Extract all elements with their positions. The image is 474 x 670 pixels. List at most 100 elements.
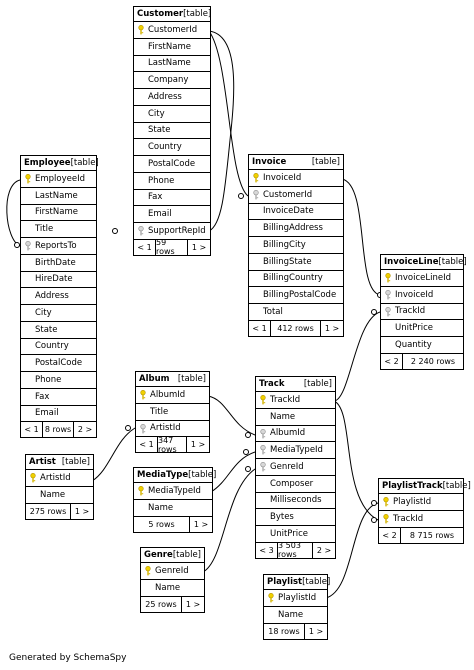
- column-row[interactable]: LastName: [21, 188, 96, 205]
- column-row[interactable]: PlaylistId: [379, 494, 463, 511]
- next-link[interactable]: 1 >: [74, 506, 90, 516]
- column-row[interactable]: Name: [134, 500, 212, 517]
- next-link[interactable]: 1 >: [190, 440, 206, 450]
- column-row[interactable]: Milliseconds: [256, 493, 335, 510]
- table-name: Playlist: [267, 577, 303, 587]
- column-row[interactable]: Fax: [21, 389, 96, 406]
- column-row[interactable]: ArtistId: [136, 421, 209, 438]
- column-row[interactable]: Name: [141, 580, 204, 597]
- column-row[interactable]: Name: [264, 607, 327, 624]
- prev-link[interactable]: < 2: [381, 353, 403, 369]
- column-row[interactable]: FirstName: [21, 205, 96, 222]
- prev-link[interactable]: < 1: [136, 437, 158, 453]
- column-row[interactable]: UnitPrice: [381, 320, 463, 337]
- column-row[interactable]: UnitPrice: [256, 526, 335, 543]
- column-row[interactable]: Address: [21, 288, 96, 305]
- column-row[interactable]: InvoiceLineId: [381, 270, 463, 287]
- next-link[interactable]: 2 >: [77, 425, 93, 435]
- column-row[interactable]: Phone: [134, 173, 210, 190]
- column-row[interactable]: InvoiceId: [249, 170, 343, 187]
- column-row[interactable]: Company: [134, 72, 210, 89]
- column-row[interactable]: BillingCity: [249, 237, 343, 254]
- column-row[interactable]: MediaTypeId: [134, 483, 212, 500]
- column-row[interactable]: Bytes: [256, 509, 335, 526]
- column-row[interactable]: Email: [134, 206, 210, 223]
- column-row[interactable]: TrackId: [379, 511, 463, 528]
- column-row[interactable]: Name: [256, 409, 335, 426]
- prev-link[interactable]: < 1: [134, 239, 156, 255]
- column-row[interactable]: Country: [21, 339, 96, 356]
- column-row[interactable]: City: [21, 305, 96, 322]
- column-row[interactable]: State: [21, 322, 96, 339]
- column-row[interactable]: PlaylistId: [264, 590, 327, 607]
- column-row[interactable]: ReportsTo: [21, 238, 96, 255]
- column-row[interactable]: CustomerId: [249, 187, 343, 204]
- column-row[interactable]: BillingPostalCode: [249, 287, 343, 304]
- column-row[interactable]: InvoiceDate: [249, 204, 343, 221]
- prev-link[interactable]: < 2: [379, 527, 401, 543]
- column-row[interactable]: EmployeeId: [21, 171, 96, 188]
- crowfoot-endpoint-marker: [371, 517, 377, 523]
- column-row[interactable]: InvoiceId: [381, 287, 463, 304]
- prev-link[interactable]: < 1: [21, 422, 43, 438]
- column-name: UnitPrice: [395, 323, 434, 334]
- column-row[interactable]: BillingCountry: [249, 271, 343, 288]
- column-row[interactable]: FirstName: [134, 39, 210, 56]
- column-row[interactable]: Phone: [21, 372, 96, 389]
- next-link[interactable]: 1 >: [324, 323, 340, 333]
- column-row[interactable]: Quantity: [381, 337, 463, 354]
- column-row[interactable]: PostalCode: [21, 355, 96, 372]
- column-row[interactable]: BirthDate: [21, 255, 96, 272]
- column-row[interactable]: MediaTypeId: [256, 442, 335, 459]
- column-row[interactable]: GenreId: [141, 563, 204, 580]
- column-row[interactable]: TrackId: [381, 304, 463, 321]
- column-row[interactable]: Title: [21, 221, 96, 238]
- column-row[interactable]: Title: [136, 404, 209, 421]
- column-row[interactable]: BillingState: [249, 254, 343, 271]
- table-type: [table]: [302, 577, 331, 587]
- column-row[interactable]: TrackId: [256, 392, 335, 409]
- column-row[interactable]: LastName: [134, 56, 210, 73]
- prev-link[interactable]: < 3: [256, 542, 278, 558]
- column-name: PlaylistId: [278, 592, 317, 603]
- column-row[interactable]: AlbumId: [136, 387, 209, 404]
- column-row[interactable]: ArtistId: [26, 470, 93, 487]
- table-header: Genre [table]: [141, 548, 204, 563]
- column-row[interactable]: SupportRepId: [134, 223, 210, 240]
- column-row[interactable]: Total: [249, 304, 343, 321]
- column-row[interactable]: CustomerId: [134, 22, 210, 39]
- column-row[interactable]: BillingAddress: [249, 220, 343, 237]
- column-row[interactable]: Name: [26, 487, 93, 504]
- next-link[interactable]: 2 >: [316, 545, 332, 555]
- next-link[interactable]: 1 >: [308, 626, 324, 636]
- column-row[interactable]: Address: [134, 89, 210, 106]
- column-row[interactable]: Email: [21, 406, 96, 423]
- next-link[interactable]: 1 >: [193, 519, 209, 529]
- column-row[interactable]: State: [134, 123, 210, 140]
- prev-link[interactable]: < 1: [249, 320, 271, 336]
- column-row[interactable]: Composer: [256, 476, 335, 493]
- link-invoice-customer: [208, 30, 249, 197]
- column-row[interactable]: HireDate: [21, 272, 96, 289]
- column-name: TrackId: [270, 394, 301, 405]
- column-row[interactable]: AlbumId: [256, 426, 335, 443]
- next-link[interactable]: 1 >: [185, 599, 201, 609]
- column-row[interactable]: PostalCode: [134, 156, 210, 173]
- column-row[interactable]: Country: [134, 139, 210, 156]
- next-link[interactable]: 1 >: [191, 242, 207, 252]
- column-row[interactable]: GenreId: [256, 459, 335, 476]
- column-row[interactable]: Fax: [134, 190, 210, 207]
- column-row[interactable]: City: [134, 106, 210, 123]
